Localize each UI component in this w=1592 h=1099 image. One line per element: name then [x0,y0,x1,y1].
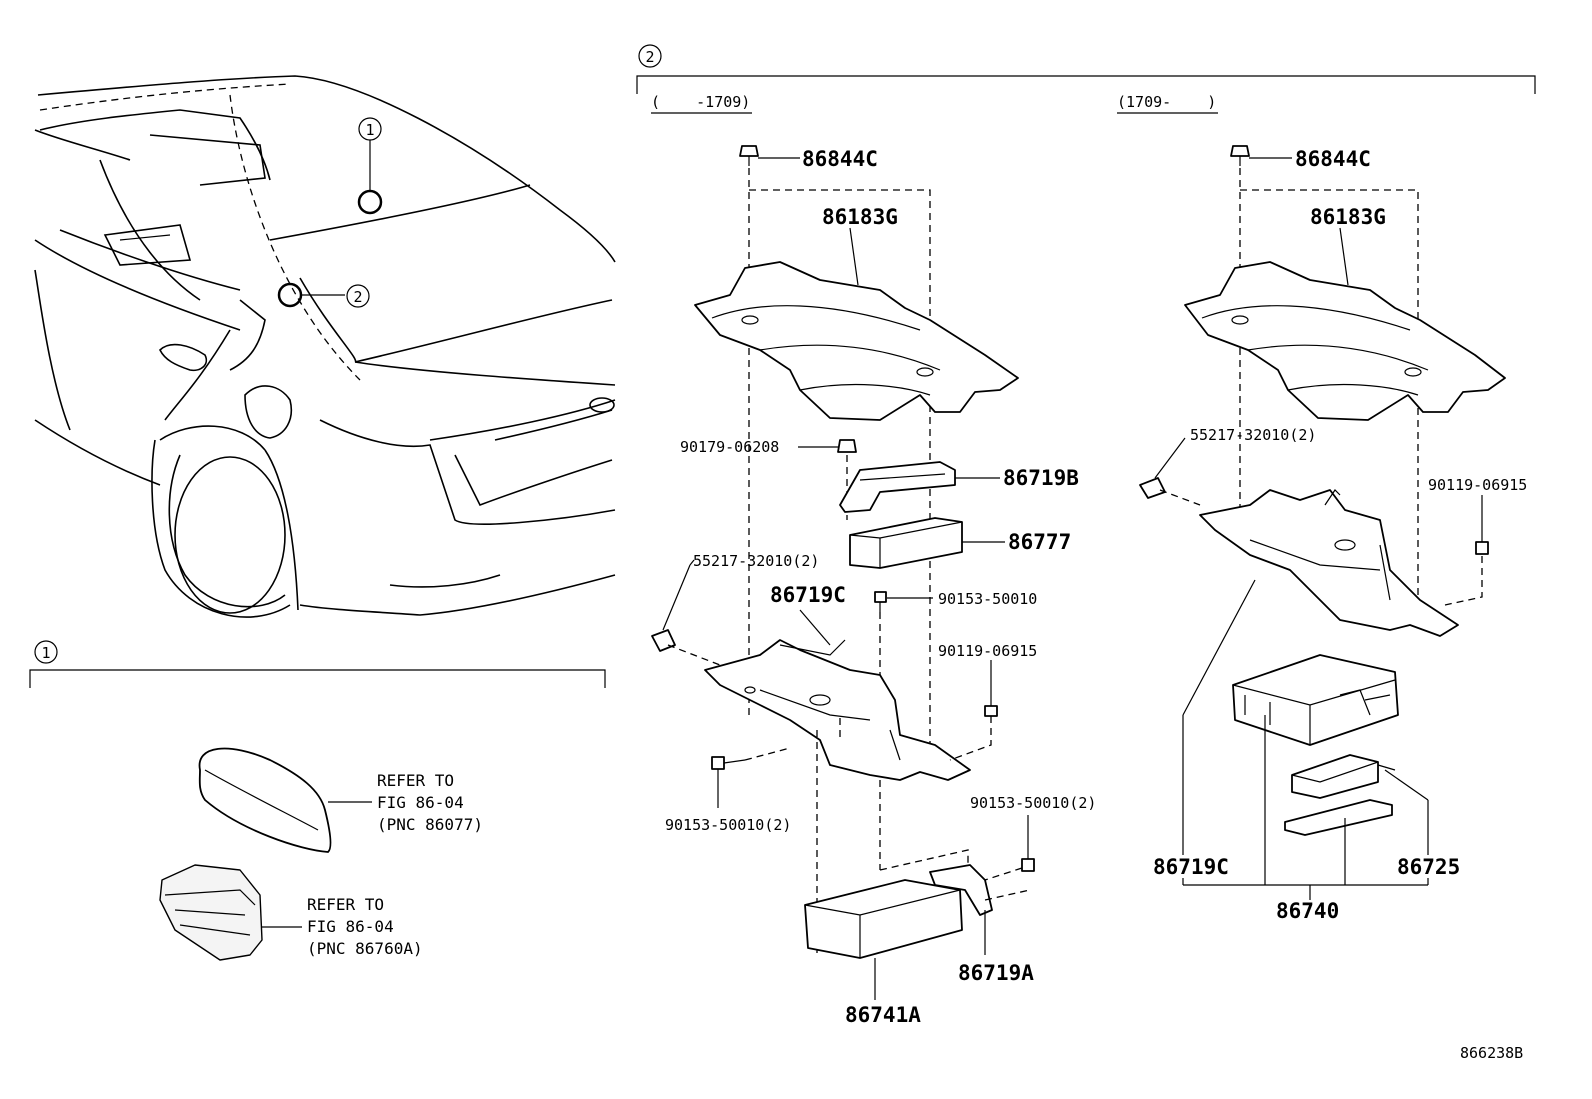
callout-2-car: 2 [346,284,370,308]
label-55217-left: 55217-32010(2) [693,552,819,570]
label-90179-06208: 90179-06208 [680,438,779,456]
ref2-line2: FIG 86-04 [307,917,394,936]
svg-text:1: 1 [365,121,374,139]
label-55217-right: 55217-32010(2) [1190,426,1316,444]
ref1-line1: REFER TO [377,771,454,790]
right-range-label: (1709- ) [1117,93,1216,111]
ref2-line3: (PNC 86760A) [307,939,423,958]
label-86719C-right: 86719C [1153,855,1229,879]
antenna-base-unit [159,864,302,961]
label-90153-2-right: 90153-50010(2) [970,794,1096,812]
label-90153-50010: 90153-50010 [938,590,1037,608]
label-86719B: 86719B [1003,466,1079,490]
section-2-header: 2 [636,44,1536,94]
label-90119-right: 90119-06915 [1428,476,1527,494]
label-86777: 86777 [1008,530,1071,554]
label-86844C-right: 86844C [1295,147,1371,171]
svg-text:2: 2 [353,288,362,306]
label-86740: 86740 [1276,899,1339,923]
figure-id: 866238B [1460,1044,1523,1062]
label-86719C-left: 86719C [770,583,846,607]
shark-fin-antenna [198,747,372,853]
left-range-label: ( -1709) [651,93,750,111]
left-assembly [651,145,1035,1000]
callout-1-car: 1 [358,117,382,141]
label-86725: 86725 [1397,855,1460,879]
svg-text:1: 1 [41,644,50,662]
ref2-line1: REFER TO [307,895,384,914]
ref1-line2: FIG 86-04 [377,793,464,812]
label-86741A: 86741A [845,1003,921,1027]
label-86719A: 86719A [958,961,1034,985]
label-90119-left: 90119-06915 [938,642,1037,660]
label-86183G-right: 86183G [1310,205,1386,229]
label-90153-2-left: 90153-50010(2) [665,816,791,834]
ref1-line3: (PNC 86077) [377,815,483,834]
car-rear-illustration [34,75,616,618]
right-assembly [1139,145,1506,900]
section-1-header: 1 [29,640,606,688]
label-86183G-left: 86183G [822,205,898,229]
svg-text:2: 2 [645,48,654,66]
label-86844C-left: 86844C [802,147,878,171]
